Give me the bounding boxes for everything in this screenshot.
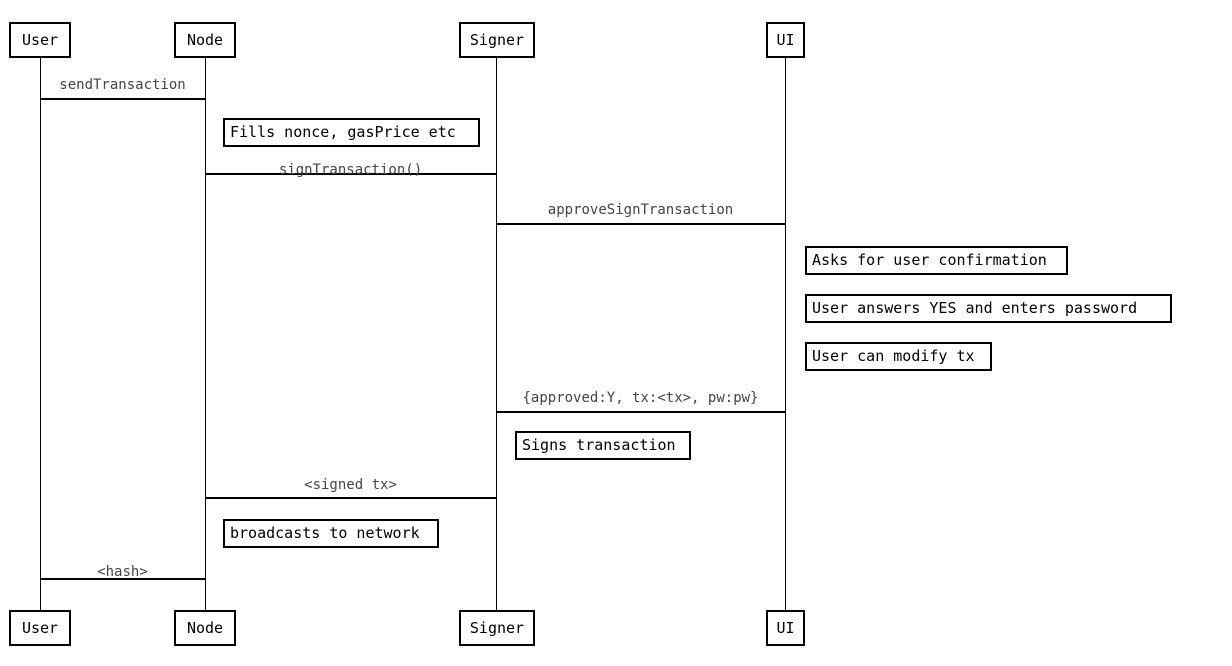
note-signs-transaction: Signs transaction xyxy=(515,431,691,460)
lifeline-user xyxy=(40,58,41,610)
message-label-sign-transaction: signTransaction() xyxy=(278,162,423,178)
message-line-sign-transaction xyxy=(205,173,497,175)
note-fills-nonce-gasprice: Fills nonce, gasPrice etc xyxy=(223,118,480,147)
message-line-hash xyxy=(40,578,206,580)
lifeline-signer xyxy=(496,58,497,610)
participant-footer-user[interactable]: User xyxy=(9,610,71,646)
participant-header-user[interactable]: User xyxy=(9,22,71,58)
message-line-approval-result xyxy=(496,411,786,413)
lifeline-node xyxy=(205,58,206,610)
message-label-approval-result: {approved:Y, tx:<tx>, pw:pw} xyxy=(522,390,759,406)
participant-footer-signer[interactable]: Signer xyxy=(459,610,535,646)
message-line-send-transaction xyxy=(40,98,206,100)
message-line-approve-sign-transaction xyxy=(496,223,786,225)
participant-footer-node[interactable]: Node xyxy=(174,610,236,646)
note-user-can-modify-tx: User can modify tx xyxy=(805,342,992,371)
message-label-approve-sign-transaction: approveSignTransaction xyxy=(547,202,734,218)
lifeline-ui xyxy=(785,58,786,610)
message-label-signed-tx: <signed tx> xyxy=(304,477,397,493)
note-user-answers-yes-enters-password: User answers YES and enters password xyxy=(805,294,1172,323)
note-asks-for-user-confirmation: Asks for user confirmation xyxy=(805,246,1068,275)
message-label-hash: <hash> xyxy=(97,564,148,580)
message-label-send-transaction: sendTransaction xyxy=(59,77,186,93)
message-line-signed-tx xyxy=(205,497,497,499)
participant-header-signer[interactable]: Signer xyxy=(459,22,535,58)
participant-header-node[interactable]: Node xyxy=(174,22,236,58)
participant-header-ui[interactable]: UI xyxy=(766,22,805,58)
note-broadcasts-to-network: broadcasts to network xyxy=(223,519,439,548)
participant-footer-ui[interactable]: UI xyxy=(766,610,805,646)
